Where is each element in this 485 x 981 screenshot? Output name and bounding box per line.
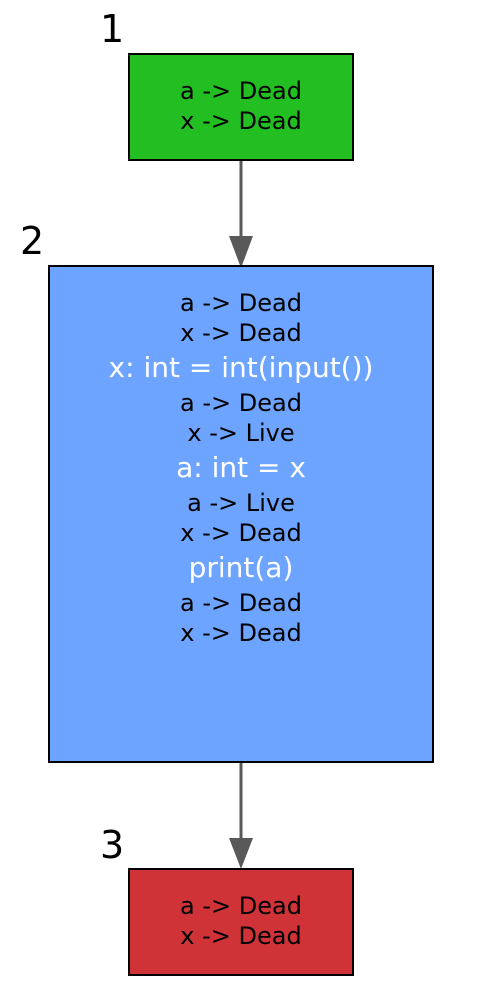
state-before-input-a: a -> Dead: [180, 289, 302, 317]
node-3-line-a: a -> Dead: [180, 892, 302, 920]
state-after-assign-a: a -> Live: [187, 489, 295, 517]
state-after-print-x: x -> Dead: [180, 619, 302, 647]
node-1-line-x: x -> Dead: [180, 107, 302, 135]
node-2-box: a -> Dead x -> Dead x: int = int(input()…: [48, 265, 434, 763]
edge-2-3: [229, 762, 253, 869]
state-after-input-x: x -> Live: [187, 419, 295, 447]
state-before-input-x: x -> Dead: [180, 319, 302, 347]
stmt-assign-x: x: int = int(input()): [108, 351, 374, 384]
node-1-label: 1: [100, 7, 125, 51]
node-3-box: a -> Dead x -> Dead: [128, 868, 354, 976]
node-3-line-x: x -> Dead: [180, 922, 302, 950]
node-3-label: 3: [100, 823, 125, 867]
node-1-box: a -> Dead x -> Dead: [128, 53, 354, 161]
edge-1-2: [229, 160, 253, 268]
stmt-print: print(a): [188, 551, 294, 584]
state-after-print-a: a -> Dead: [180, 589, 302, 617]
state-after-assign-x: x -> Dead: [180, 519, 302, 547]
stmt-assign-a: a: int = x: [176, 451, 306, 484]
state-after-input-a: a -> Dead: [180, 389, 302, 417]
node-2-label: 2: [20, 219, 45, 263]
node-1-line-a: a -> Dead: [180, 77, 302, 105]
